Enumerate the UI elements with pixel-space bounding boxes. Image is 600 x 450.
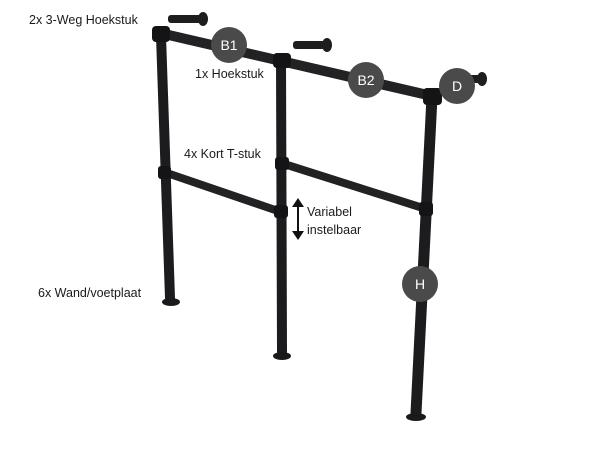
wall-pipe-middle xyxy=(293,41,327,49)
floor-flange-right xyxy=(406,413,426,421)
cross-bar-right xyxy=(277,159,430,213)
short-tee-right xyxy=(419,202,433,216)
badge-b2: B2 xyxy=(348,62,384,98)
top-rail xyxy=(155,28,437,101)
floor-flange-middle xyxy=(273,352,291,360)
short-tee-left xyxy=(158,166,171,179)
vertical-posts xyxy=(156,31,438,419)
double-arrow-icon xyxy=(292,198,304,240)
short-tee-middle-lower xyxy=(274,205,288,218)
badge-h: H xyxy=(402,266,438,302)
callout-three-way-elbow: 2x 3-Weg Hoekstuk xyxy=(29,13,138,27)
callout-variable-line1: Variabel xyxy=(307,205,352,219)
tee-top-middle xyxy=(273,53,291,68)
short-tee-middle-upper xyxy=(275,157,289,170)
floor-flange-left xyxy=(162,298,180,306)
cross-bar-left xyxy=(160,168,285,216)
callout-variable-line2: instelbaar xyxy=(307,223,362,237)
callout-elbow: 1x Hoekstuk xyxy=(195,67,264,81)
callout-flange: 6x Wand/voetplaat xyxy=(38,286,142,300)
three-way-elbow-right xyxy=(423,88,442,105)
fittings xyxy=(152,26,442,218)
badge-d: D xyxy=(439,68,475,104)
floor-flanges xyxy=(162,298,426,421)
post-right xyxy=(410,91,438,419)
badge-b1: B1 xyxy=(211,27,247,63)
rails xyxy=(155,28,437,216)
callout-short-tee: 4x Kort T-stuk xyxy=(184,147,261,161)
three-way-elbow-left xyxy=(152,26,170,42)
wall-pipe-left xyxy=(168,15,204,23)
